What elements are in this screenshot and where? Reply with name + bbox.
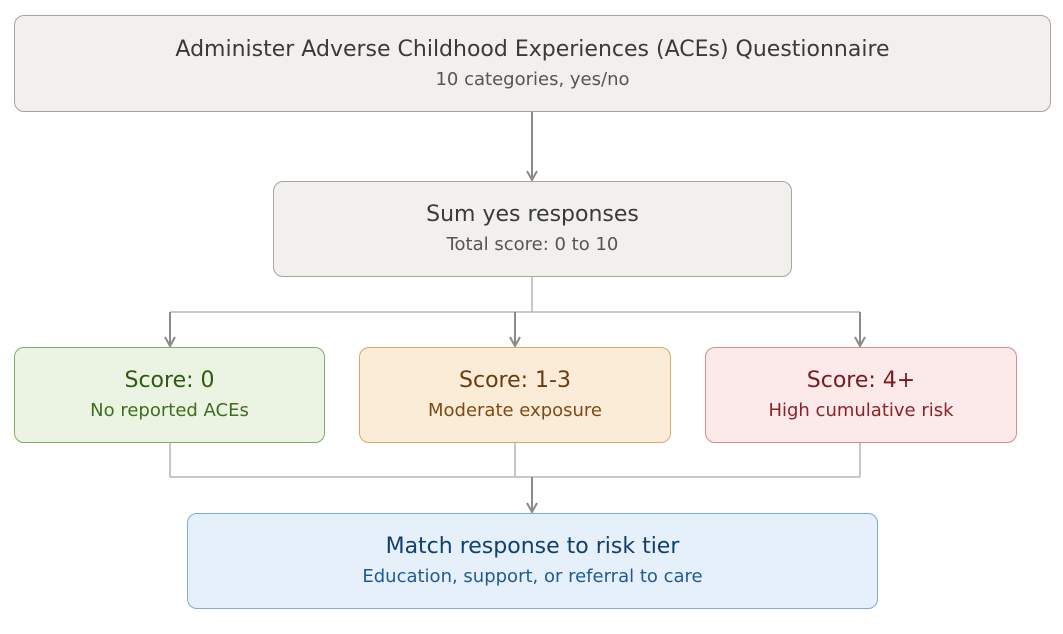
node-score-zero: Score: 0 No reported ACEs bbox=[14, 347, 325, 443]
node-sum-title: Sum yes responses bbox=[426, 202, 639, 227]
node-score-zero-title: Score: 0 bbox=[124, 368, 215, 393]
node-score-moderate-subtitle: Moderate exposure bbox=[427, 400, 603, 421]
node-score-moderate-title: Score: 1-3 bbox=[459, 368, 571, 393]
node-score-zero-subtitle: No reported ACEs bbox=[90, 400, 249, 421]
node-questionnaire-subtitle: 10 categories, yes/no bbox=[435, 68, 630, 90]
node-questionnaire: Administer Adverse Childhood Experiences… bbox=[14, 15, 1051, 112]
node-score-high-subtitle: High cumulative risk bbox=[768, 400, 954, 421]
node-match: Match response to risk tier Education, s… bbox=[187, 513, 878, 609]
node-score-moderate: Score: 1-3 Moderate exposure bbox=[359, 347, 671, 443]
node-score-high-title: Score: 4+ bbox=[806, 368, 916, 393]
node-sum-subtitle: Total score: 0 to 10 bbox=[446, 234, 619, 255]
node-match-subtitle: Education, support, or referral to care bbox=[362, 566, 703, 587]
node-match-title: Match response to risk tier bbox=[385, 534, 680, 559]
node-questionnaire-title: Administer Adverse Childhood Experiences… bbox=[175, 36, 890, 62]
node-score-high: Score: 4+ High cumulative risk bbox=[705, 347, 1017, 443]
node-sum: Sum yes responses Total score: 0 to 10 bbox=[273, 181, 792, 277]
